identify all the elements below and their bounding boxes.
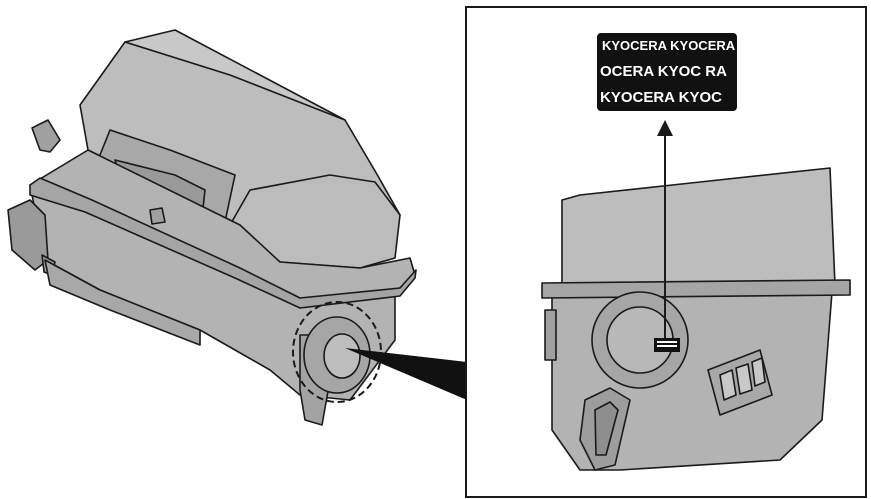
hologram-row-2: OCERA KYOC RA [600, 63, 727, 80]
small-label-line-2 [657, 345, 677, 347]
hologram-label: KYOCERA KYOCERA OCERA KYOC RA KYOCERA KY… [597, 33, 737, 111]
callout-wedge [345, 348, 467, 400]
toner-container-left [7, 29, 417, 426]
arrow-head [657, 120, 673, 136]
toner-underside [44, 259, 201, 346]
toner-end-cap-inner [323, 333, 361, 379]
hologram-row-3: KYOCERA KYOC [600, 89, 722, 106]
toner-latch [149, 207, 166, 225]
detail-grip-inner [594, 401, 619, 456]
small-label-lines [657, 341, 677, 343]
detail-side-pad [544, 309, 557, 361]
detail-connector-pins [719, 357, 766, 401]
toner-left-tab [31, 119, 61, 153]
magnify-circle-icon [292, 301, 382, 403]
toner-flange [29, 177, 417, 309]
hologram-label-bg [597, 33, 737, 111]
hologram-row-1: KYOCERA KYOCERA [602, 38, 736, 53]
detail-toner-flange [541, 279, 851, 299]
